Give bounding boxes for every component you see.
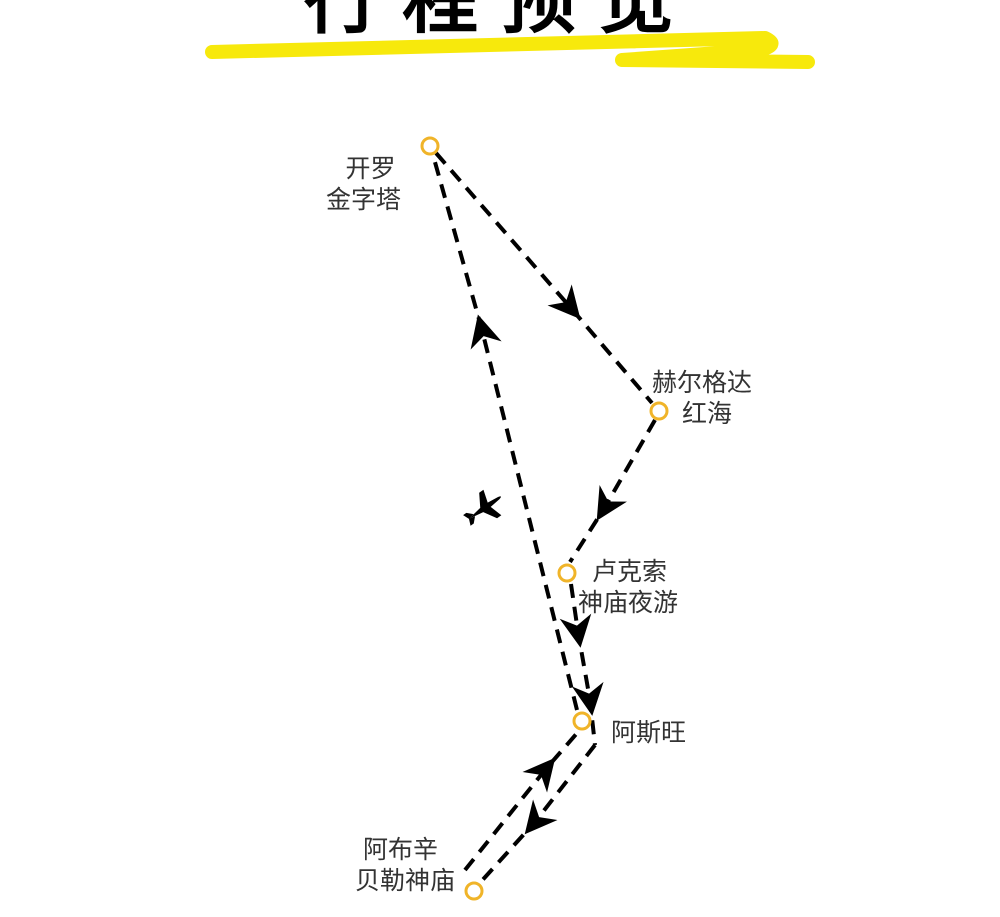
stop-name: 赫尔格达: [652, 368, 753, 397]
route-aswan-cairo-flight: [431, 154, 579, 711]
stop-sub: 贝勒神庙: [354, 866, 455, 895]
stop-sub: 金字塔: [326, 185, 402, 214]
stop-name: 阿斯旺: [611, 718, 687, 747]
node-cairo: [420, 136, 440, 156]
stop-label-luxor: 卢克索 神庙夜游: [578, 556, 678, 618]
node-luxor: [557, 563, 577, 583]
route-abusimbel-aswan: [463, 730, 580, 872]
stop-label-hurghada: 赫尔格达 红海: [652, 367, 752, 429]
node-hurghada: [649, 401, 669, 421]
route-aswan-abusimbel: [476, 743, 597, 887]
highlight-stroke: [205, 31, 815, 69]
stop-label-cairo: 开罗 金字塔: [326, 153, 401, 215]
stop-sub: 神庙夜游: [578, 588, 679, 617]
stop-name: 阿布辛: [362, 835, 438, 864]
node-aswan: [572, 711, 592, 731]
stop-name: 卢克索: [592, 557, 668, 586]
stop-name: 开罗: [345, 154, 396, 183]
stop-label-aswan: 阿斯旺: [611, 717, 686, 748]
route-luxor-aswan: [559, 583, 604, 746]
node-abu-simbel: [464, 881, 484, 901]
route-hurghada-luxor: [568, 419, 657, 564]
route-cairo-hurghada: [434, 151, 654, 405]
stop-label-abu-simbel: 阿布辛 贝勒神庙: [335, 834, 455, 896]
stop-sub: 红海: [682, 399, 733, 428]
airplane-icon: [463, 489, 502, 526]
